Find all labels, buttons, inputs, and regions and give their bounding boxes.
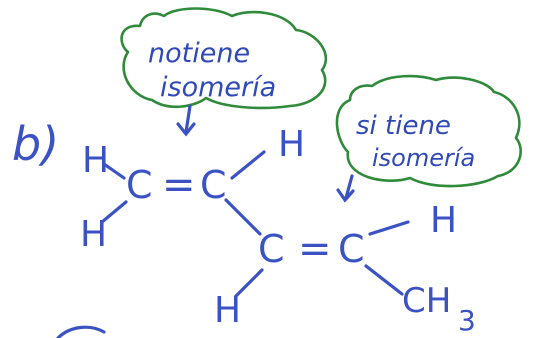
partial-mark-bottom [56, 325, 106, 338]
part-label: b) [12, 117, 59, 171]
bubble-left-line2: isomería [160, 72, 276, 103]
atom-ch3: CH [402, 281, 451, 321]
atom-c3: C [258, 227, 285, 271]
atom-c2: C [200, 163, 227, 207]
bubble-left-line1: notiene [148, 38, 250, 69]
bond-c2-h-top [230, 150, 266, 180]
atom-c4: C [338, 227, 365, 271]
bond-c4-h-top [368, 220, 410, 236]
atom-c1: C [126, 163, 153, 207]
bond-double-2: = [298, 226, 332, 272]
bond-h-bottom-left-c1 [100, 200, 128, 224]
arrow-left-pointer [176, 104, 196, 137]
atom-h-top-left: H [82, 140, 109, 181]
bubble-right-line2: isomería [372, 144, 475, 172]
atom-h-top-c4: H [430, 200, 457, 241]
atom-ch3-subscript: 3 [458, 304, 476, 337]
arrow-right-pointer [336, 174, 355, 203]
bond-double-1: = [162, 162, 196, 208]
bond-c3-h-bottom [234, 268, 264, 298]
bubble-right-line1: si tiene [356, 111, 451, 141]
bond-c4-ch3 [364, 264, 404, 296]
bubble-left-outline [120, 7, 328, 110]
bond-h-top-left-c1 [102, 162, 126, 180]
atom-h-top-c2: H [278, 124, 305, 165]
bond-c2-c3 [224, 198, 262, 236]
bubble-right-outline [335, 74, 522, 188]
